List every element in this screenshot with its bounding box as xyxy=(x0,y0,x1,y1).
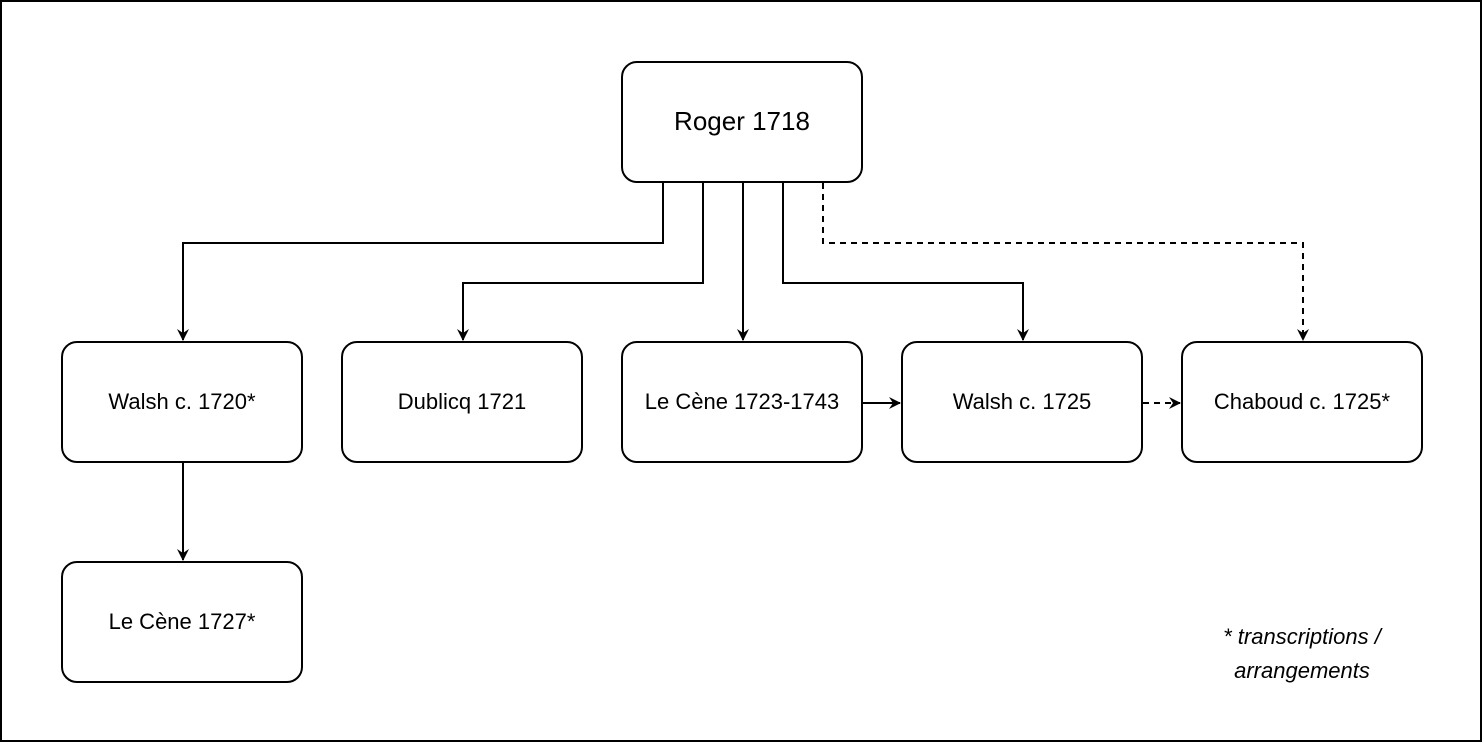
edge-roger-to-walsh1720 xyxy=(177,183,664,341)
node-le-cene-1727: Le Cène 1727* xyxy=(61,561,303,683)
footnote-line-1: * transcriptions / xyxy=(1223,624,1381,649)
node-walsh-1725: Walsh c. 1725 xyxy=(901,341,1143,463)
node-roger-1718: Roger 1718 xyxy=(621,61,863,183)
node-walsh-1720: Walsh c. 1720* xyxy=(61,341,303,463)
node-label: Dublicq 1721 xyxy=(397,388,527,414)
node-label: Walsh c. 1725 xyxy=(952,388,1092,414)
footnote-line-2: arrangements xyxy=(1234,658,1370,683)
edge-roger-to-walsh1725 xyxy=(782,183,1029,341)
node-label: Le Cène 1723-1743 xyxy=(644,388,840,414)
node-label: Le Cène 1727* xyxy=(108,608,256,634)
node-label: Chaboud c. 1725* xyxy=(1213,388,1391,414)
footnote: * transcriptions / arrangements xyxy=(1192,620,1412,688)
edge-roger-to-dublicq xyxy=(457,183,704,341)
node-label: Roger 1718 xyxy=(674,106,810,137)
node-dublicq-1721: Dublicq 1721 xyxy=(341,341,583,463)
node-le-cene-1723-1743: Le Cène 1723-1743 xyxy=(621,341,863,463)
edge-roger-to-chaboud xyxy=(822,183,1309,341)
node-chaboud-1725: Chaboud c. 1725* xyxy=(1181,341,1423,463)
node-label: Walsh c. 1720* xyxy=(108,388,256,414)
